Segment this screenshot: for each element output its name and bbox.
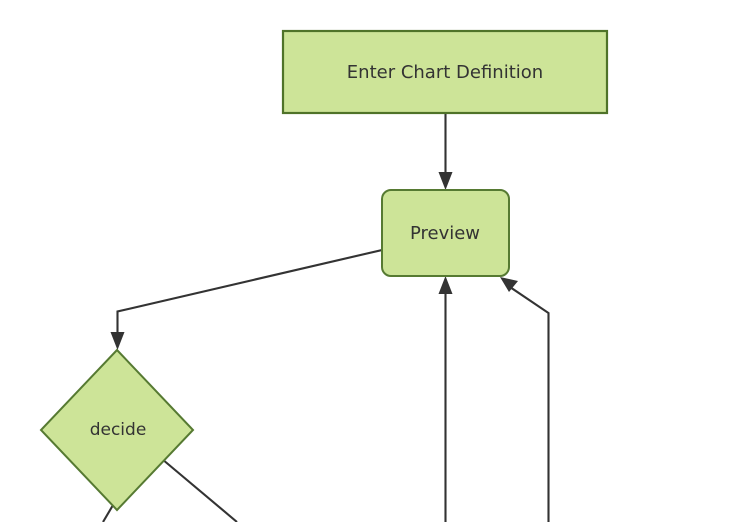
node-enter-chart-definition-shape[interactable]	[281, 29, 609, 115]
edge-decide-to-bottom-right	[161, 458, 238, 522]
edge-enter-to-preview	[438, 113, 453, 190]
node-preview-shape[interactable]	[381, 189, 510, 277]
node-decide-shape[interactable]	[39, 348, 195, 512]
edge-layer	[102, 113, 550, 522]
edge-preview-to-decide	[110, 248, 383, 350]
arrowhead-down-icon	[438, 172, 453, 190]
edge-return-center-to-preview	[438, 276, 453, 522]
arrowhead-down-icon	[110, 332, 125, 350]
node-layer: Enter Chart Definition Preview decide	[39, 29, 609, 512]
node-decide[interactable]: decide	[39, 348, 195, 512]
node-preview[interactable]: Preview	[381, 189, 510, 277]
arrowhead-up-left-icon	[500, 277, 518, 292]
node-enter-chart-definition-label: Enter Chart Definition	[347, 62, 543, 83]
arrowhead-up-icon	[438, 276, 453, 294]
edge-return-right-to-preview	[500, 277, 550, 522]
node-preview-label: Preview	[410, 223, 480, 244]
node-enter-chart-definition[interactable]: Enter Chart Definition	[281, 29, 609, 115]
node-decide-label: decide	[90, 420, 147, 440]
